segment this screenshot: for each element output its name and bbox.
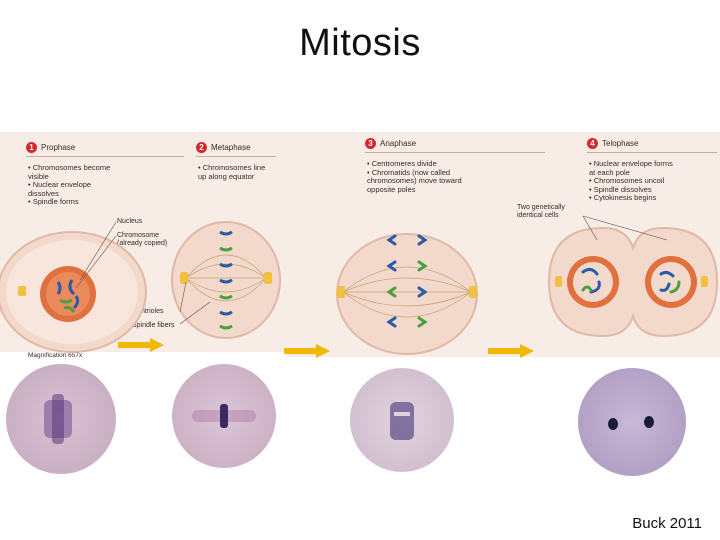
label-two-cells: Two genetically identical cells [517,204,565,219]
arrow-3 [488,344,534,358]
phase-3-rule [365,152,545,153]
micrograph-telophase-nucleus-right [644,416,654,428]
phase-2-bullet: Chromosomes line up along equator [198,163,268,181]
micrograph-prophase-chromatin [52,394,64,444]
micrograph-telophase [578,368,686,476]
phase-1-bullets: Chromosomes become visible Nuclear envel… [28,163,118,207]
label-spindle-fibers: Spindle fibers [132,322,175,329]
phase-3-bullets: Centromeres divide Chromatids (now calle… [367,159,463,195]
prophase-cell-drawing [0,221,147,353]
micrograph-metaphase [172,364,276,468]
phase-2-header: 2 Metaphase [196,142,251,153]
phase-2-bullets: Chromosomes line up along equator [198,163,268,181]
phase-4-rule [587,152,717,153]
slide-title: Mitosis [299,22,421,64]
micrograph-telophase-nucleus-left [608,418,618,430]
phase-4-name: Telophase [602,139,639,148]
micrograph-anaphase [350,368,454,472]
arrow-2 [284,344,330,358]
phase-2-number: 2 [196,142,207,153]
label-chromosome: Chromosome (already copied) [117,232,168,247]
phase-3-bullet: Centromeres divide [367,159,463,169]
phase-1-name: Prophase [41,143,76,152]
arrow-1 [118,338,164,352]
phase-2-rule [196,156,276,157]
phase-1-header: 1 Prophase [26,142,75,153]
phase-1-number: 1 [26,142,37,153]
phase-2-name: Metaphase [211,143,251,152]
phase-1-bullet: Chromosomes become visible [28,163,118,181]
micrograph-metaphase-plate [220,404,228,428]
figure-right-panel: 3 Anaphase Centromeres divide Chromatids… [287,132,720,357]
phase-4-bullets: Nuclear envelope forms at each pole Chro… [589,159,675,203]
phase-1-bullet: Spindle forms [28,197,118,207]
phase-1-bullet: Nuclear envelope dissolves [28,180,118,198]
micrograph-anaphase-gap [394,412,410,416]
micrograph-prophase [6,364,116,474]
phase-3-number: 3 [365,138,376,149]
phase-4-bullet: Spindle dissolves [589,185,675,195]
phase-4-bullet: Chromosomes uncoil [589,176,675,186]
telophase-cell-drawing [547,215,719,338]
phase-3-name: Anaphase [380,139,417,148]
phase-4-bullet: Cytokinesis begins [589,193,675,203]
phase-3-bullet: Chromatids (now called chromosomes) move… [367,168,463,195]
anaphase-cell-drawing [336,233,478,355]
label-magnification: Magnification 657x [28,352,83,359]
micrograph-anaphase-stain [390,402,414,440]
phase-1-rule [26,156,184,157]
figure-left-panel: 1 Prophase Chromosomes become visible Nu… [0,132,287,484]
phase-4-bullet: Nuclear envelope forms at each pole [589,159,675,177]
credit-text: Buck 2011 [632,515,702,532]
label-centrioles: Centrioles [132,308,164,315]
phase-4-header: 4 Telophase [587,138,638,149]
metaphase-cell-drawing [171,221,281,339]
label-nucleus: Nucleus [117,218,143,225]
phase-4-number: 4 [587,138,598,149]
phase-3-header: 3 Anaphase [365,138,416,149]
